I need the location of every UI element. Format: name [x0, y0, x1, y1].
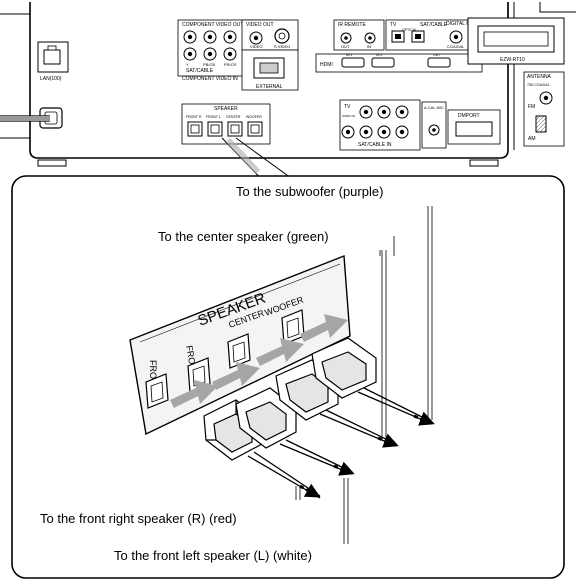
antenna-coaxial-label: 75Ω COAXIAL [527, 83, 550, 87]
hdmi-group: HDMI IN 1 IN 2 OUT [316, 53, 482, 72]
audio-in-label: AUDIO IN [342, 114, 355, 118]
tv-audio-label: TV [344, 104, 351, 110]
tv-optical-label: TV [390, 22, 397, 28]
ir-in-label: IN [367, 44, 371, 49]
callout-subwoofer: To the subwoofer (purple) [236, 184, 383, 200]
ir-remote-label: IR REMOTE [338, 22, 366, 28]
speaker-jack-center-label: CENTER [226, 115, 241, 119]
acal-group: A.CAL MIC [422, 102, 446, 148]
coaxial-label: COAXIAL [447, 44, 465, 49]
jack-label-pb: PB/CB [203, 62, 215, 67]
hdmi-out-label: OUT [433, 53, 441, 57]
fm-label: FM [528, 104, 535, 110]
speaker-terminal-group: SPEAKER FRONT R FRONT L CENTER WOOFER [182, 104, 270, 144]
s-video-label: S VIDEO [274, 44, 290, 49]
component-video-in-label: COMPONENT VIDEO IN [182, 76, 238, 82]
dmport-group: DMPORT [448, 110, 500, 144]
external-port-group: EXTERNAL [242, 50, 298, 90]
component-video-out-label: COMPONENT VIDEO OUT [182, 22, 243, 28]
speaker-jack-front-l-label: FRONT L [206, 115, 221, 119]
ezw-slot-group: EZW-RT10 [468, 18, 564, 64]
video-out-group: VIDEO OUT VIDEO S VIDEO [242, 20, 298, 50]
hdmi-label: HDMI [320, 62, 333, 68]
digital-in-group: TV SAT/CABLE OPTICAL DIGITAL IN COAXIAL [386, 20, 472, 50]
jack-label-y: Y [186, 62, 189, 67]
dmport-label: DMPORT [458, 113, 480, 119]
jack-label-pr: PR/CR [224, 62, 237, 67]
sat-cable-in-label: SAT/CABLE IN [358, 142, 392, 148]
ir-remote-group: IR REMOTE OUT IN [334, 20, 384, 50]
audio-in-group: TV AUDIO IN SAT/CABLE IN [340, 100, 420, 150]
acal-label: A.CAL MIC [424, 105, 444, 110]
antenna-group: ANTENNA 75Ω COAXIAL FM AM [524, 72, 564, 146]
sat-optical-label: SAT/CABLE [420, 22, 448, 28]
video-out-label: VIDEO OUT [246, 22, 274, 28]
speaker-jack-woofer-label: WOOFER [246, 115, 262, 119]
am-label: AM [528, 136, 536, 142]
external-label: EXTERNAL [256, 84, 283, 90]
ezw-label: EZW-RT10 [500, 57, 525, 63]
hdmi-in2-label: IN 2 [376, 53, 382, 57]
hdmi-in1-label: IN 1 [346, 53, 352, 57]
lan-label: LAN(100) [40, 76, 62, 82]
antenna-label: ANTENNA [527, 74, 552, 80]
rear-panel: LAN(100) COMPONENT VIDEO OUT Y PB/CB PR/… [0, 2, 576, 166]
callout-center: To the center speaker (green) [158, 229, 329, 245]
ir-out-label: OUT [341, 44, 350, 49]
callout-front-right: To the front right speaker (R) (red) [40, 511, 237, 527]
sat-cable-label: SAT/CABLE [186, 68, 214, 74]
video-label: VIDEO [250, 44, 262, 49]
callout-front-left: To the front left speaker (L) (white) [114, 548, 312, 564]
speaker-jack-front-r-label: FRONT R [186, 115, 202, 119]
speaker-block-label: SPEAKER [214, 106, 238, 112]
